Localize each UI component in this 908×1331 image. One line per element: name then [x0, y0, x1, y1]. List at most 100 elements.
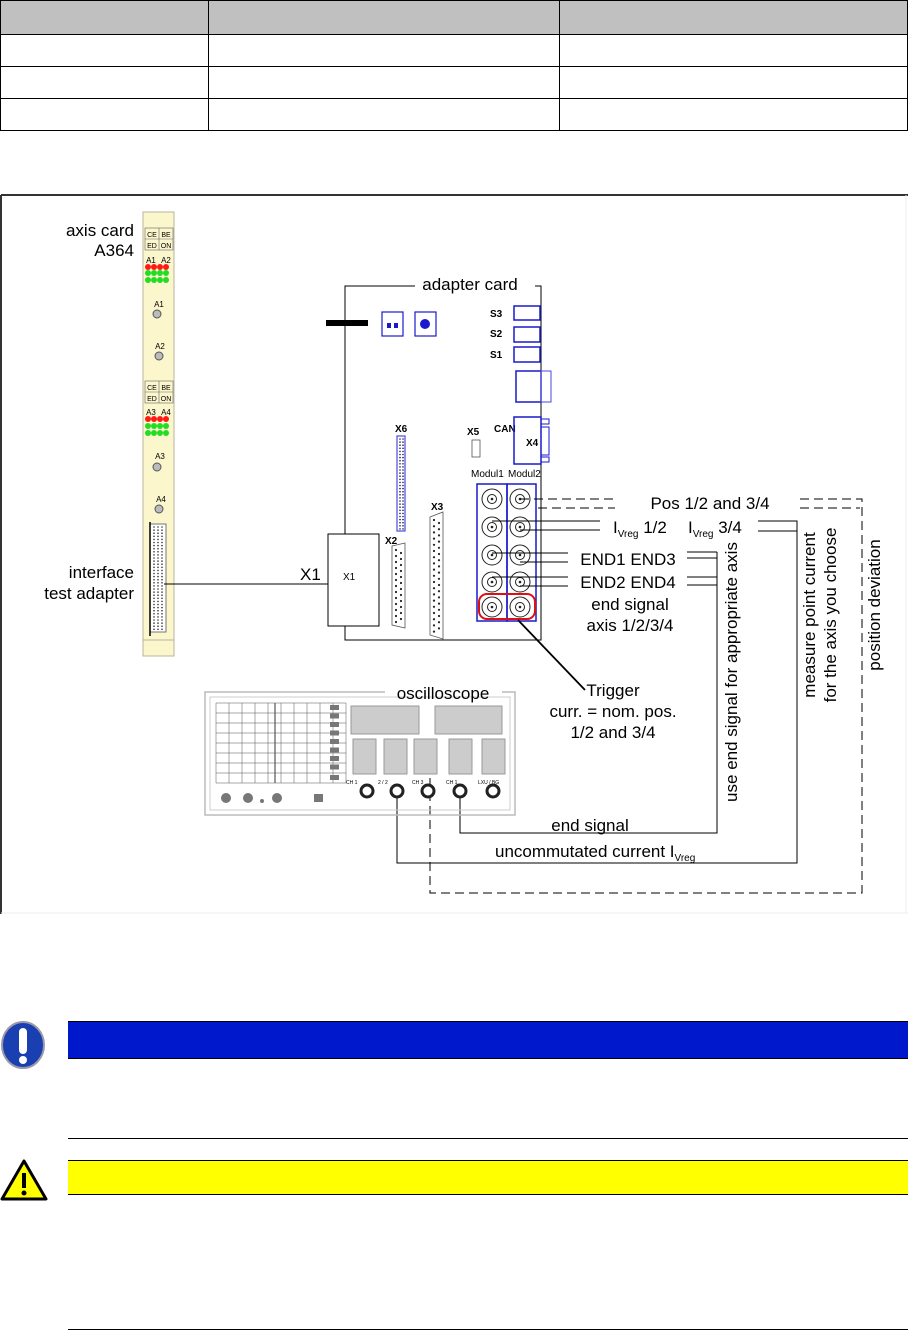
- oscilloscope: CH 1 2 / 2 CH 3 CH 1 LXU / BG: [204, 691, 516, 816]
- led-label-ce: CE: [147, 232, 157, 239]
- x1-cable-label: X1: [300, 565, 321, 584]
- ivreg-label-b: IVreg 3/4: [688, 518, 742, 540]
- measure-point-label: measure point current: [800, 532, 819, 698]
- led-group-label: A4: [161, 408, 171, 417]
- bnc-connector: [509, 544, 531, 566]
- signal-wires: [396, 498, 863, 894]
- interface-connector: [149, 522, 167, 636]
- warning-bar: [68, 1160, 908, 1195]
- channel-label: CH 1: [446, 780, 458, 786]
- pos-label: Pos 1/2 and 3/4: [650, 494, 769, 513]
- trigger-desc: 1/2 and 3/4: [570, 723, 655, 742]
- ivreg-label-a: IVreg 1/2: [613, 518, 667, 540]
- module-label: Modul1: [471, 469, 504, 480]
- warning-triangle-icon: [0, 1159, 48, 1201]
- led-label-be: BE: [161, 385, 171, 392]
- adapter-card-label: adapter card: [422, 275, 517, 294]
- channel-label: CH 3: [412, 780, 424, 786]
- bnc-connector: [481, 571, 503, 593]
- x6-label: X6: [395, 424, 408, 435]
- led-label-on: ON: [161, 396, 172, 403]
- led-label-be: BE: [161, 232, 171, 239]
- x2-label: X2: [385, 536, 398, 547]
- socket-label: A2: [155, 342, 165, 351]
- led-group-label: A1: [146, 256, 156, 265]
- switch-label: S3: [490, 309, 503, 320]
- led-label-ed: ED: [147, 243, 157, 250]
- axis-card-model: A364: [94, 241, 134, 260]
- measure-point-label: for the axis you choose: [821, 528, 840, 703]
- table-header-row: [0, 0, 908, 35]
- led-group-label: A2: [161, 256, 171, 265]
- trigger-highlight: [478, 593, 536, 620]
- table-header-cell: [0, 0, 209, 35]
- bnc-connector: [481, 488, 503, 510]
- switch-label: S1: [490, 350, 503, 361]
- switch-s2: [513, 326, 541, 343]
- end-signal-bottom-label: end signal: [551, 816, 629, 835]
- rj-socket: [515, 370, 542, 403]
- table-cell: [559, 66, 908, 99]
- table-cell: [559, 34, 908, 67]
- table-cell: [0, 98, 209, 131]
- socket-label: A3: [155, 452, 165, 461]
- x5-connector: [471, 439, 481, 458]
- wiring-diagram: CE BE ED ON A1 A2 A1 A2 CE BE ED ON A3 A…: [0, 194, 908, 914]
- led-array-2: [145, 416, 169, 436]
- table-cell: [0, 34, 209, 67]
- led-label-ce: CE: [147, 385, 157, 392]
- test-socket-a1: [152, 309, 162, 319]
- led-label-on: ON: [161, 243, 172, 250]
- use-end-signal-label: use end signal for appropriate axis: [722, 542, 741, 802]
- divider: [68, 1138, 908, 1139]
- table-row: [0, 66, 908, 99]
- axis-card-label: axis card: [66, 221, 134, 240]
- table-row: [0, 34, 908, 67]
- card-edge-bar: [326, 320, 368, 326]
- x4-label: X4: [526, 438, 539, 449]
- table-cell: [559, 98, 908, 131]
- switch-label: S2: [490, 329, 503, 340]
- led-array-1: [145, 264, 169, 283]
- divider: [68, 1329, 908, 1330]
- led-label-ed: ED: [147, 396, 157, 403]
- table-header-cell: [559, 0, 908, 35]
- switch-s1: [513, 346, 541, 363]
- channel-label: CH 1: [346, 780, 358, 786]
- notice-bar: [68, 1021, 908, 1059]
- bnc-connector: [481, 516, 503, 538]
- spec-table: [0, 0, 908, 131]
- position-deviation-label: position deviation: [865, 539, 884, 670]
- end-signal-label: end signal: [591, 595, 669, 614]
- x3-connector: [429, 511, 444, 640]
- table-cell: [208, 66, 560, 99]
- socket-label: A4: [156, 495, 166, 504]
- channel-label: LXU / BG: [478, 780, 499, 786]
- end13-label: END1 END3: [580, 550, 675, 569]
- module-label: Modul2: [508, 469, 541, 480]
- x5-label: X5: [467, 427, 480, 438]
- x1-connector-label: X1: [343, 572, 356, 583]
- end-signal-axis-label: axis 1/2/3/4: [587, 616, 674, 635]
- trigger-label: Trigger: [586, 681, 640, 700]
- bnc-connector: [481, 596, 503, 618]
- exclamation-icon: [0, 1020, 46, 1070]
- trigger-desc: curr. = nom. pos.: [549, 702, 676, 721]
- switch-s3: [513, 305, 541, 321]
- bnc-connector: [509, 516, 531, 538]
- table-header-cell: [208, 0, 560, 35]
- table-cell: [208, 98, 560, 131]
- channel-label: 2 / 2: [378, 780, 388, 786]
- test-socket-a2: [154, 351, 164, 361]
- socket-label: A1: [154, 300, 164, 309]
- adapter-card: X1 S3 S2 S1 CAN X4 X5 X6 X2 X3: [326, 285, 552, 641]
- diagram-frame: [0, 194, 908, 914]
- interface-label: interface: [69, 563, 134, 582]
- jumper: [381, 311, 404, 337]
- bnc-connector: [509, 571, 531, 593]
- can-label: CAN: [494, 424, 516, 435]
- oscilloscope-label: oscilloscope: [397, 684, 490, 703]
- bnc-connector: [481, 544, 503, 566]
- led-group-label: A3: [146, 408, 156, 417]
- end24-label: END2 END4: [580, 573, 675, 592]
